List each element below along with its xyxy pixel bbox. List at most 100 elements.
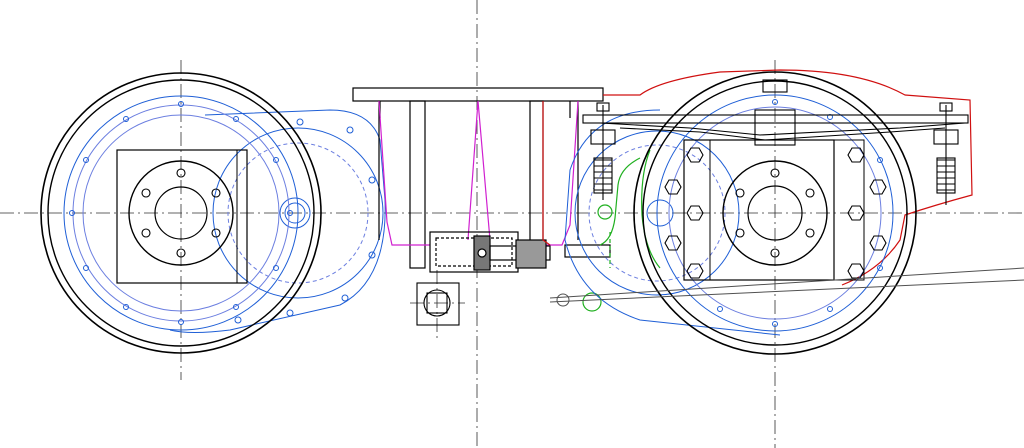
- left-wheel-tread: [47, 79, 315, 347]
- right-axle: [747, 185, 803, 241]
- hex-bolt: [869, 235, 887, 251]
- right-cover-bolt: [770, 248, 780, 258]
- right-wheelset: [633, 71, 917, 355]
- brake-rod-upper: [549, 267, 1024, 299]
- left-gearbox: [169, 109, 386, 333]
- brake-hanger: [542, 101, 551, 246]
- left-gearbox-bolt: [341, 294, 349, 302]
- right-cover-bolt: [805, 188, 815, 198]
- right-suspension-link: [545, 100, 579, 246]
- spring-clamp: [754, 109, 796, 146]
- right-cover-bolts: [735, 168, 815, 258]
- left-pinion-hub: [279, 197, 311, 229]
- right-pinion-hub: [646, 199, 674, 227]
- right-cover-bolt: [735, 188, 745, 198]
- left-wheelset: [40, 72, 322, 354]
- right-spring-nut: [939, 102, 953, 112]
- left-gearbox-bolt: [368, 251, 376, 259]
- hex-bolt: [686, 263, 704, 279]
- left-gearbox-bolt: [286, 309, 294, 317]
- left-gear-bolt: [233, 304, 239, 310]
- left-cover-bolts: [141, 168, 221, 258]
- right-gear-bolt: [717, 306, 723, 312]
- left-cover-bolt: [211, 228, 221, 238]
- right-gearbox: [564, 109, 781, 336]
- equalizer-lower-leaf-2: [619, 127, 946, 141]
- brake-rod-eye: [556, 293, 570, 307]
- left-axlebox: [116, 149, 248, 284]
- right-brake-frame: [603, 69, 973, 286]
- brake-shoe-left: [599, 157, 641, 246]
- equalizer-lower-leaf: [599, 122, 966, 136]
- left-gearbox-bolt: [346, 126, 354, 134]
- left-bearing-cover: [128, 160, 234, 266]
- hex-bolt: [664, 179, 682, 195]
- brake-rod-lower: [549, 279, 1024, 303]
- brake-shoe-pin: [597, 204, 613, 220]
- hex-bolt: [686, 205, 704, 221]
- left-gear-bolt: [273, 157, 279, 163]
- right-cover-bolt: [770, 168, 780, 178]
- right-gearbox-housing: [564, 109, 781, 336]
- left-gear-bolt: [287, 210, 293, 216]
- right-pinion-dashed: [588, 144, 726, 282]
- hex-bolt: [869, 179, 887, 195]
- springs: [590, 102, 959, 205]
- center-pivot-detail: [416, 282, 460, 326]
- right-coil-spring: [937, 159, 955, 191]
- right-axlebox-liner-left: [683, 139, 711, 281]
- right-pinion-case: [574, 130, 740, 296]
- center-suspension-link: [467, 100, 491, 241]
- left-gear-wheel: [63, 95, 299, 331]
- brake-lever-pivot: [582, 292, 602, 312]
- left-suspension-link: [378, 100, 430, 246]
- left-gear-bolt: [69, 210, 75, 216]
- brake-cylinder: [429, 231, 611, 273]
- left-gear-bolt: [83, 157, 89, 163]
- right-gear-bolt: [827, 306, 833, 312]
- brake-rigging: [542, 69, 973, 286]
- equalizer-top-plate: [582, 114, 969, 124]
- suspension-links: [378, 100, 579, 246]
- pivot-ring: [423, 289, 451, 317]
- left-axle: [154, 186, 208, 240]
- right-cover-bolt: [735, 228, 745, 238]
- left-coil-spring-outline: [593, 157, 613, 194]
- right-gear-bolt: [877, 265, 883, 271]
- left-gear-bolt: [178, 101, 184, 107]
- brake-rod-clevis: [515, 239, 547, 269]
- left-cover-bolt: [141, 228, 151, 238]
- left-gear-pitch: [82, 114, 280, 312]
- left-cover-bolt: [176, 248, 186, 258]
- left-gearbox-bolt: [296, 118, 304, 126]
- pivot-plate: [416, 282, 460, 326]
- left-gearbox-bolt: [368, 176, 376, 184]
- brake-piston-pin: [477, 248, 487, 258]
- left-gear-bolt: [273, 265, 279, 271]
- brake-shoe: [582, 149, 661, 312]
- left-cover-bolt: [176, 168, 186, 178]
- right-coil-spring-outline: [936, 157, 956, 194]
- right-gear-wheel: [656, 94, 894, 332]
- left-cover-bolt: [141, 188, 151, 198]
- right-bearing-cover: [722, 160, 828, 266]
- right-gear-bolt: [772, 99, 778, 105]
- left-gear-bolt: [178, 319, 184, 325]
- right-cover-bolt: [805, 228, 815, 238]
- spring-top-pad: [762, 79, 788, 93]
- left-spring-nut: [596, 102, 610, 112]
- left-wheel-flange: [40, 72, 322, 354]
- right-axlebox-liner-right: [833, 139, 865, 281]
- left-pinion-bore: [284, 202, 306, 224]
- left-motor-pinion-case: [212, 127, 384, 299]
- left-cover-bolt: [211, 188, 221, 198]
- left-gearbox-housing: [169, 109, 386, 333]
- left-coil-spring: [594, 159, 612, 191]
- left-gear-bolts: [69, 101, 293, 325]
- pivot-square: [426, 292, 448, 314]
- right-gear-bolt: [877, 157, 883, 163]
- left-pinion-dashed: [227, 142, 369, 284]
